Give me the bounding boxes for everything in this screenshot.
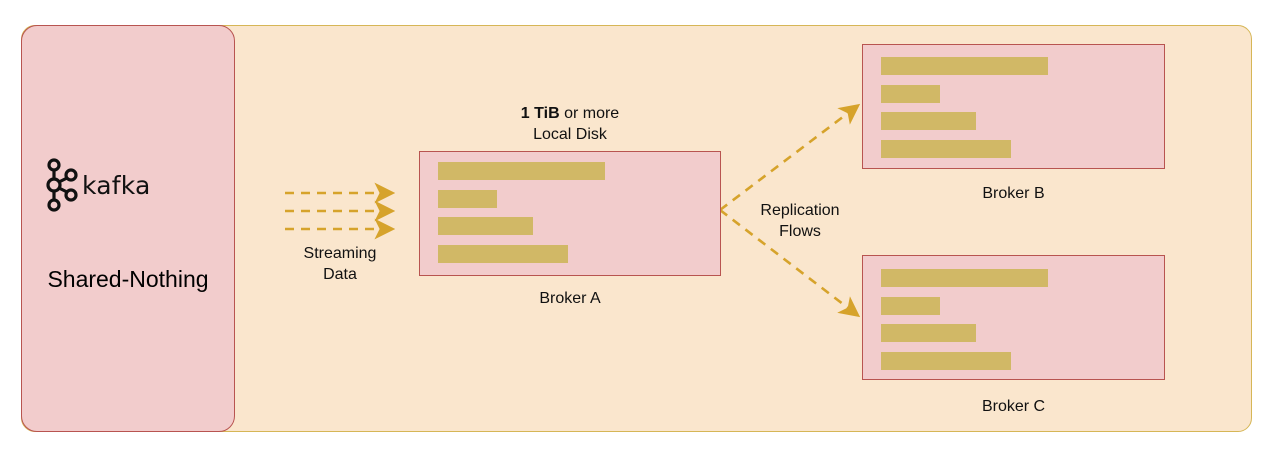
kafka-wordmark: kafka [82,170,151,200]
disk-size: 1 TiB [520,105,560,122]
log-segment-bar [881,85,940,103]
disk-note-line2: Local Disk [533,126,607,143]
kafka-icon [46,158,78,212]
streaming-label-line1: Streaming [303,245,377,262]
log-segment-bar [881,324,976,342]
disk-note-line1: 1 TiB or more [470,103,670,124]
log-segment-bar [881,352,1011,370]
broker-a-label: Broker A [539,290,601,307]
streaming-data-label: Streaming Data [285,243,395,285]
log-segment-bar [438,217,533,235]
replication-arrow-c [719,208,861,318]
log-segment-bar [881,269,1048,287]
replication-line2: Flows [779,223,821,240]
log-segment-bar [438,190,497,208]
log-segment-bar [881,140,1011,158]
disk-note: 1 TiB or more Local Disk [470,103,670,145]
replication-flows-label: Replication Flows [740,200,860,242]
broker-b [862,44,1165,169]
architecture-panel [21,25,235,432]
replication-line1: Replication [760,202,840,219]
disk-size-suffix: or more [559,105,620,122]
streaming-label-line2: Data [323,266,357,283]
log-segment-bar [881,57,1048,75]
kafka-logo: kafka [44,158,164,212]
log-segment-bar [438,162,605,180]
broker-c-label: Broker C [981,398,1046,415]
log-segment-bar [881,112,976,130]
broker-b-label: Broker B [982,185,1045,202]
replication-arrow-b [719,103,861,212]
broker-a [419,151,721,276]
architecture-title: Shared-Nothing [47,266,209,292]
log-segment-bar [438,245,568,263]
log-segment-bar [881,297,940,315]
broker-c [862,255,1165,380]
